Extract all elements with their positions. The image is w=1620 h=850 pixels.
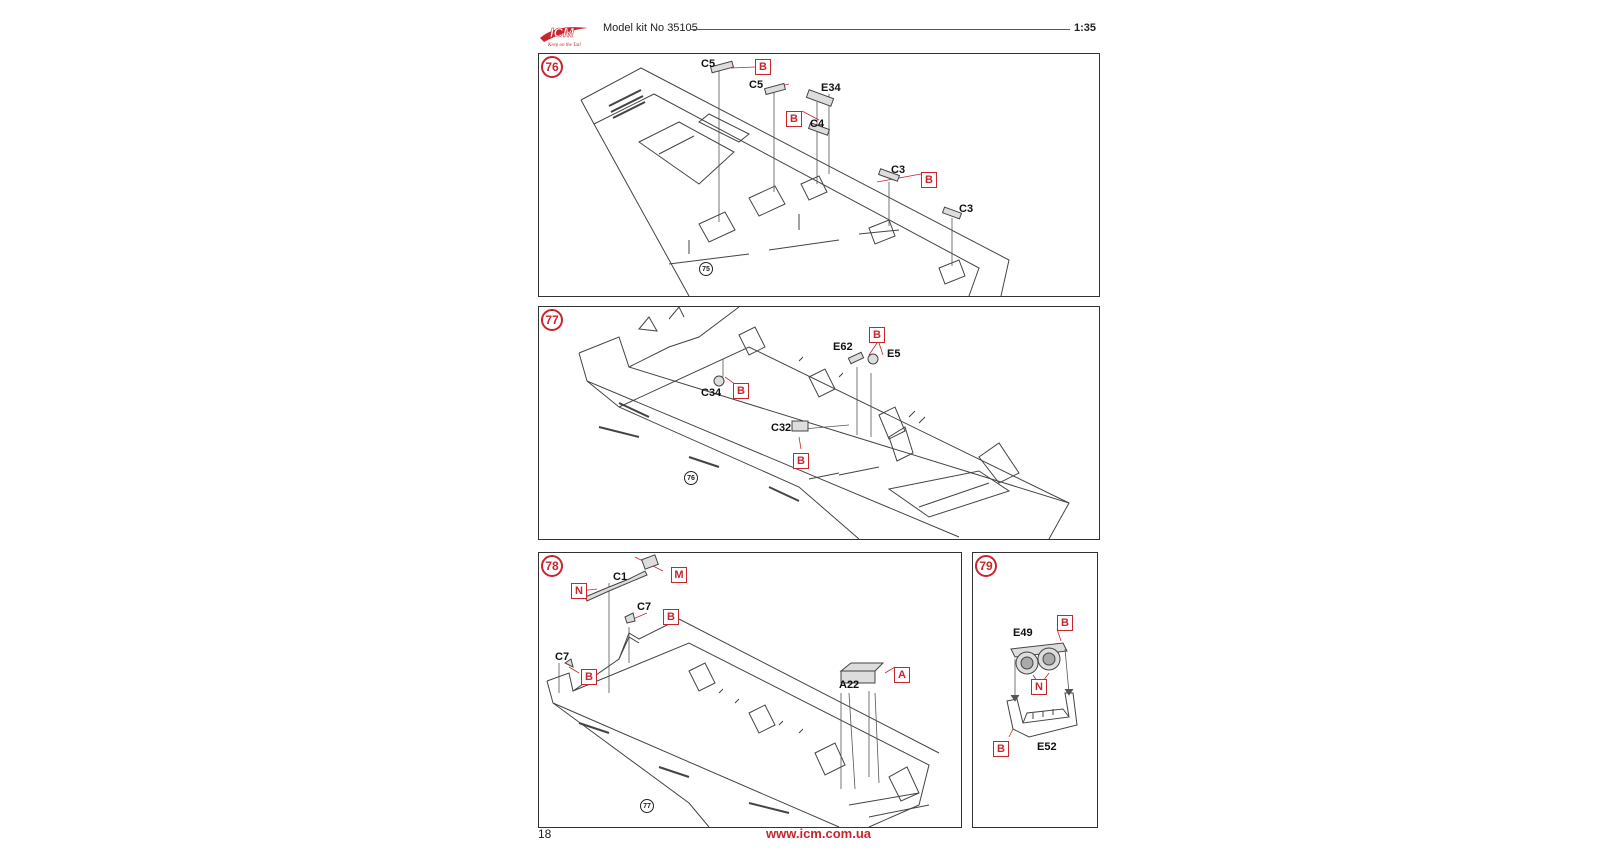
step-number: 78: [541, 555, 563, 577]
part-label-c32: C32: [771, 422, 792, 434]
material-badge-b: B: [581, 669, 597, 685]
material-badge-b: B: [921, 172, 937, 188]
icm-logo: ICM Keep on the Tail: [536, 20, 592, 48]
part-label-a22: A22: [839, 679, 860, 691]
part-label-e52: E52: [1037, 741, 1057, 753]
material-badge-b: B: [793, 453, 809, 469]
material-badge-b: B: [786, 111, 802, 127]
step-76-panel: 76 C5 C5 E34 C4 C3 C3 B B B 75: [538, 53, 1100, 297]
logo-text: ICM: [550, 25, 575, 40]
part-label-e5: E5: [887, 348, 901, 360]
part-label-c7: C7: [555, 651, 570, 663]
part-label-c3: C3: [959, 203, 974, 215]
material-badge-b: B: [869, 327, 885, 343]
step-number: 77: [541, 309, 563, 331]
material-badge-n: N: [571, 583, 587, 599]
part-label-c1: C1: [613, 571, 628, 583]
website-link[interactable]: www.icm.com.ua: [766, 826, 871, 841]
step-78-drawing: [546, 554, 940, 827]
previous-step-ref: 76: [684, 471, 698, 485]
step-77-panel: 77 E62 E5 C34 C32 B B B 76: [538, 306, 1100, 540]
part-label-e34: E34: [821, 82, 841, 94]
part-label-c34: C34: [701, 387, 722, 399]
material-badge-a: A: [894, 667, 910, 683]
material-badge-b: B: [733, 383, 749, 399]
step-76-drawing: [580, 60, 1010, 296]
logo-tagline: Keep on the Tail: [547, 43, 581, 48]
step-number: 79: [975, 555, 997, 577]
part-label-c5: C5: [749, 79, 764, 91]
part-label-c5: C5: [701, 58, 716, 70]
step-79-panel: 79 E49 E52 B N B: [972, 552, 1098, 828]
step-78-panel: 78 C1 C7 C7 A22 M N B B A 77: [538, 552, 962, 828]
part-label-c4: C4: [810, 118, 825, 130]
previous-step-ref: 77: [640, 799, 654, 813]
material-badge-b: B: [663, 609, 679, 625]
material-badge-m: M: [671, 567, 687, 583]
part-label-c7: C7: [637, 601, 652, 613]
part-label-c3: C3: [891, 164, 906, 176]
material-badge-b: B: [1057, 615, 1073, 631]
previous-step-ref: 75: [699, 262, 713, 276]
material-badge-n: N: [1031, 679, 1047, 695]
header-rule: [690, 29, 1070, 30]
kit-scale: 1:35: [1074, 22, 1097, 34]
part-label-e62: E62: [833, 341, 853, 353]
step-79-drawing: [1006, 628, 1078, 738]
page-number: 18: [538, 827, 552, 841]
step-77-drawing: [578, 307, 1070, 539]
material-badge-b: B: [755, 59, 771, 75]
part-label-e49: E49: [1013, 627, 1033, 639]
material-badge-b: B: [993, 741, 1009, 757]
kit-title: Model kit No 35105: [603, 22, 698, 34]
step-number: 76: [541, 56, 563, 78]
